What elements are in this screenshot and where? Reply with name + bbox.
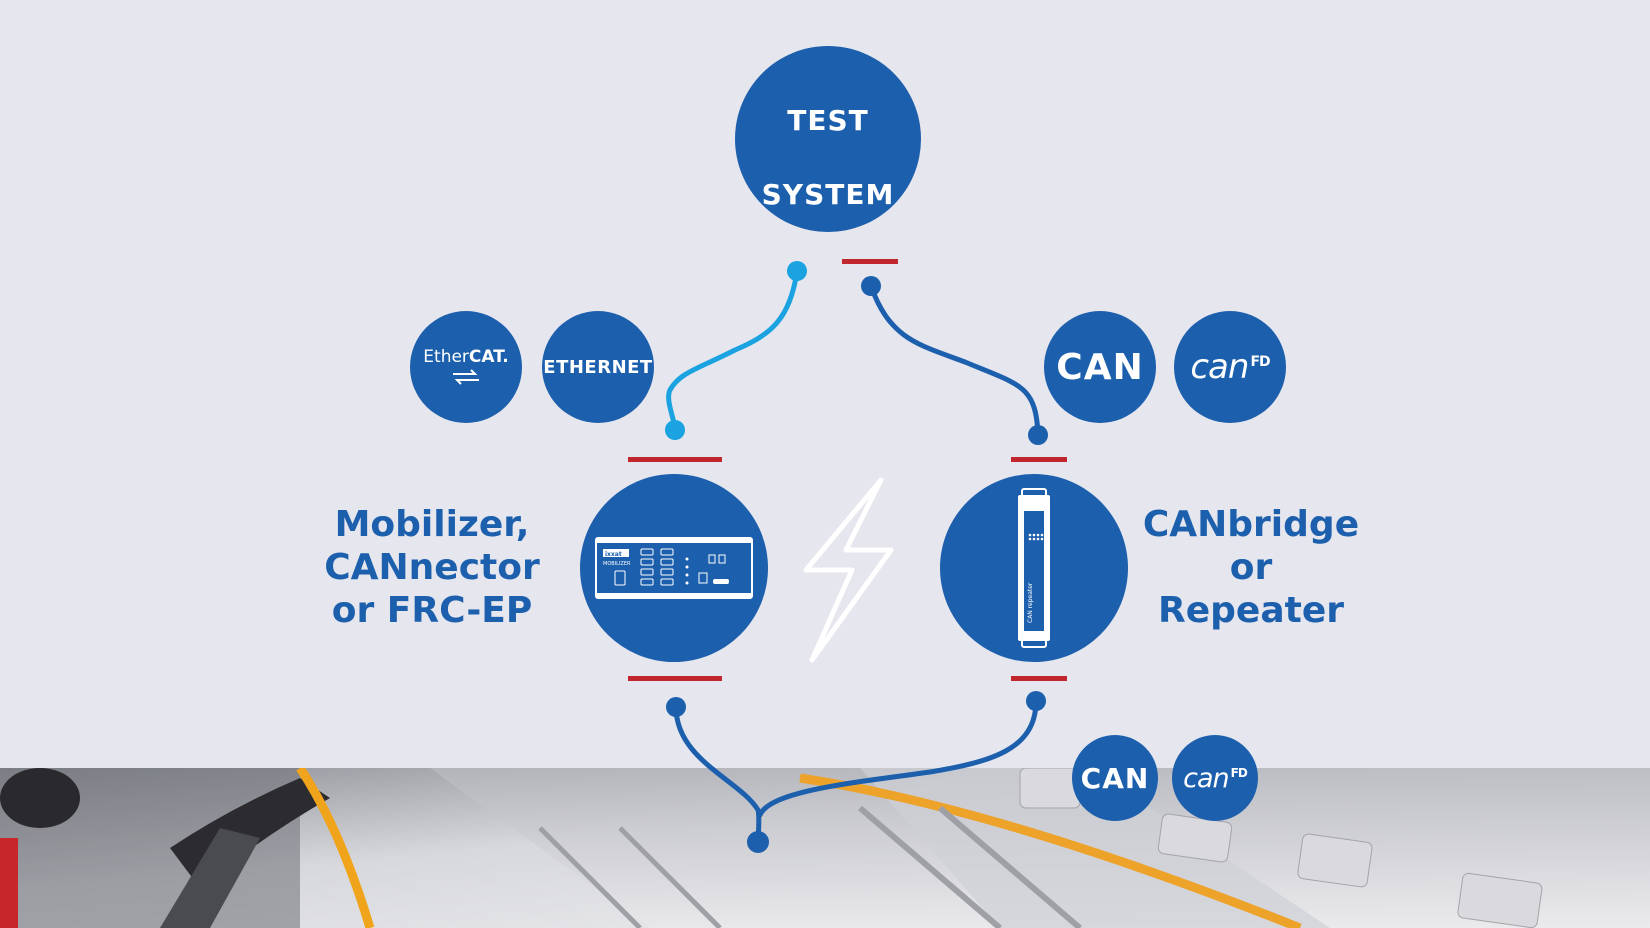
ethercat-logo-icon: EtherCAT. [410, 311, 522, 423]
cable-end-dot [1028, 425, 1048, 445]
device-repeater-text: CAN repeater [1027, 582, 1034, 623]
ethernet-label: ETHERNET [543, 356, 653, 378]
device-brand: ixxat [605, 551, 622, 558]
device-model: MOBILIZER [603, 561, 631, 567]
canfd-sup-bottom: FD [1230, 765, 1248, 780]
can-cable-bottom-right [757, 698, 1039, 818]
bus-junction-dot [747, 831, 769, 853]
connector-bar-right-top [1011, 457, 1067, 462]
cable-end-dot [787, 261, 807, 281]
label-left-devices: Mobilizer, CANnector or FRC-EP [318, 503, 546, 632]
cable-end-dot [861, 276, 881, 296]
label-right-line3: Repeater [1158, 590, 1344, 631]
ethernet-circle: ETHERNET [542, 311, 654, 423]
ethercat-arrows-icon [453, 369, 479, 385]
cable-end-dot [666, 697, 686, 717]
connector-bar-left-bottom [628, 676, 722, 681]
can-logo-icon: CAN [1044, 311, 1156, 423]
cable-end-dot [1026, 691, 1046, 711]
mobilizer-device-icon: ixxat MOBILIZER [595, 537, 753, 599]
label-right-line1: CANbridge [1142, 504, 1360, 545]
label-left-line1: Mobilizer, [334, 504, 530, 545]
can-logo-icon: CAN [1072, 735, 1158, 821]
canfd-label-bottom: can [1183, 762, 1230, 794]
hub-label-line1: TEST [787, 104, 869, 137]
ethercat-cat: CAT. [468, 347, 509, 367]
ethernet-cable [666, 268, 800, 433]
connector-bar-right-bottom [1011, 676, 1067, 681]
label-left-line2: CANnector [324, 547, 540, 588]
label-left-line3: or FRC-EP [331, 590, 533, 631]
can-repeater-device-icon: CAN repeater [1018, 488, 1050, 648]
test-system-hub: TEST SYSTEM [735, 46, 921, 232]
canfd-sup: FD [1250, 354, 1270, 370]
can-repeater-device-circle: CAN repeater [940, 474, 1128, 662]
connector-bar-hub [842, 259, 898, 264]
cable-end-dot [665, 420, 685, 440]
hub-label-line2: SYSTEM [761, 178, 895, 211]
can-cable-top [868, 283, 1041, 438]
label-right-line2: or [1229, 547, 1273, 588]
mobilizer-device-circle: ixxat MOBILIZER [580, 474, 768, 662]
canfd-label: can [1190, 347, 1249, 387]
ethercat-ether: Ether [423, 347, 469, 367]
lightning-bolt-icon [803, 477, 894, 663]
can-label: CAN [1056, 346, 1144, 388]
label-right-devices: CANbridge or Repeater [1138, 503, 1364, 632]
can-label-bottom: CAN [1080, 761, 1150, 795]
can-cable-bottom-left [673, 704, 762, 845]
machinery-background-photo [0, 768, 1650, 928]
connector-bar-left-top [628, 457, 722, 462]
